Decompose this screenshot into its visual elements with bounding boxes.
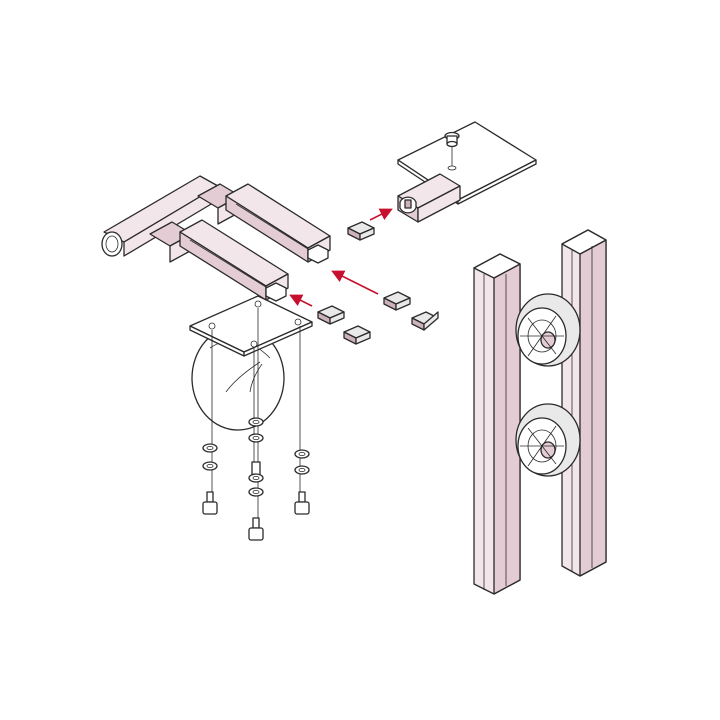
upper-long-profile	[197, 183, 331, 264]
assembly-guidelines	[211, 308, 301, 520]
top-screw	[444, 131, 460, 171]
t-nut-middle-1	[317, 305, 345, 325]
screw-left	[202, 491, 218, 515]
t-nut-middle-2	[343, 325, 371, 345]
t-nut-middle-4	[411, 311, 439, 331]
left-vertical-profile	[473, 253, 521, 595]
arrow-top	[369, 208, 393, 221]
arrow-lower	[289, 294, 313, 307]
washer-stack-center-bottom	[248, 461, 264, 497]
upper-roller-wheel	[515, 293, 581, 367]
washer-stack-center-top	[248, 417, 264, 443]
washer-stack-left	[202, 443, 218, 471]
short-profile-top	[397, 173, 461, 223]
screw-center	[248, 517, 264, 541]
lower-long-profile	[149, 219, 289, 302]
caster-plate	[189, 295, 313, 357]
caster-wheel	[191, 325, 285, 431]
t-nut-top	[347, 221, 375, 241]
lower-roller-wheel	[515, 403, 581, 477]
washer-stack-right	[294, 449, 310, 475]
right-vertical-profile	[561, 229, 607, 577]
screw-right	[294, 491, 310, 515]
arrow-upper	[331, 270, 379, 295]
t-nut-middle-3	[383, 291, 411, 311]
